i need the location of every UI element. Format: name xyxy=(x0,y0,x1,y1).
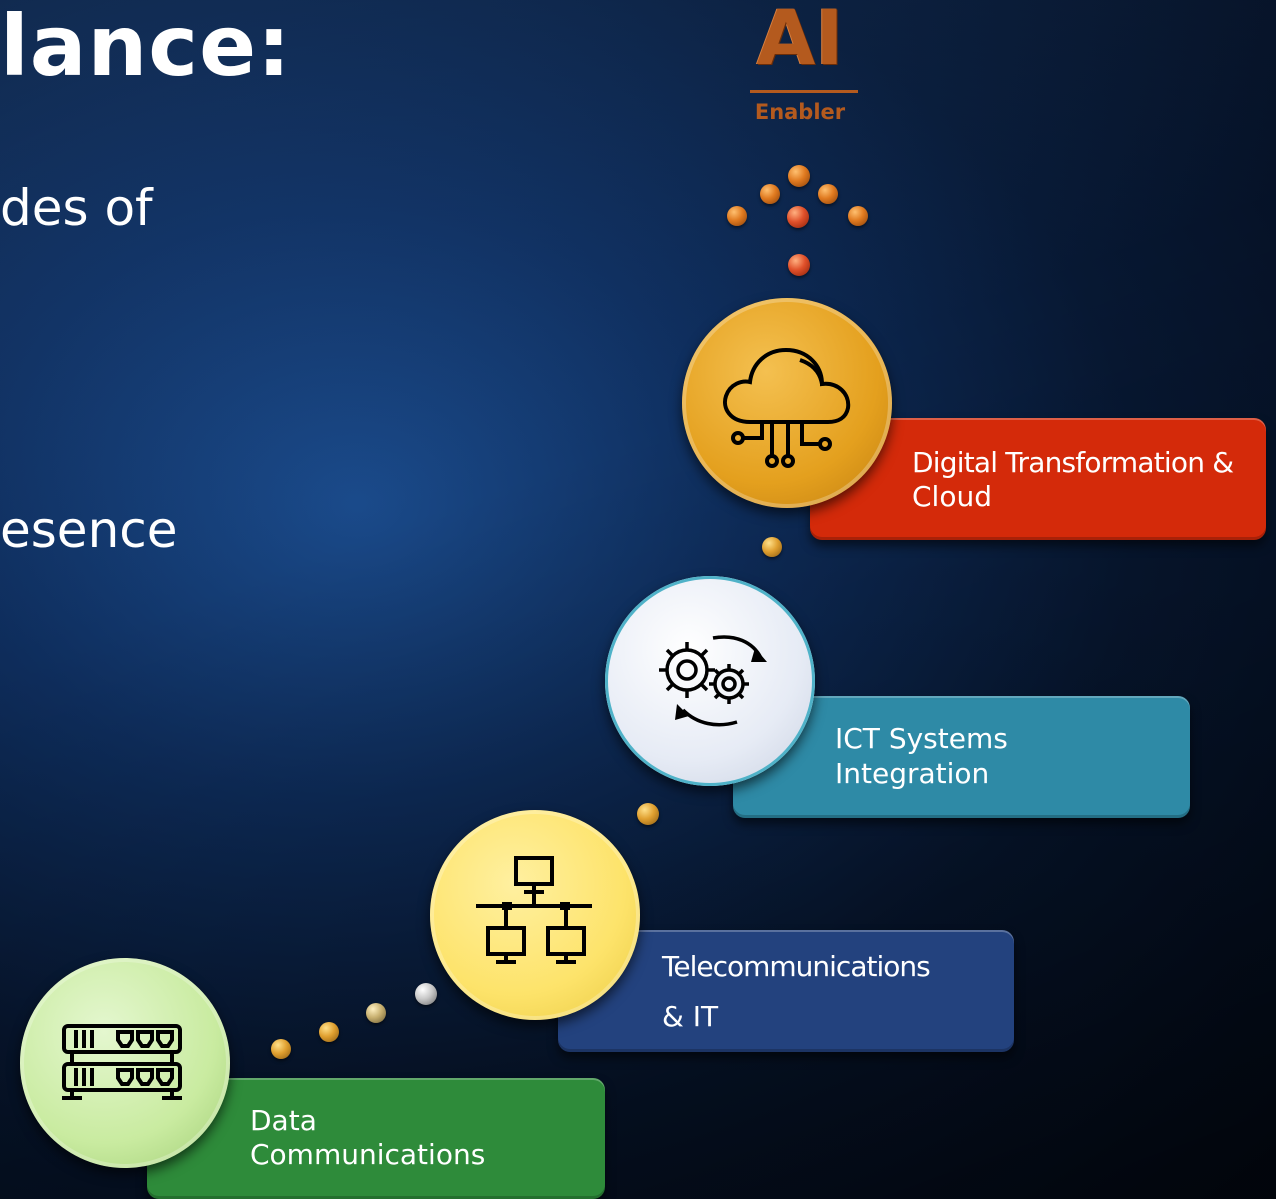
step-label-digital-line2: Cloud xyxy=(912,480,992,513)
network-topology-icon xyxy=(476,856,592,964)
step-box-ict-systems-integration xyxy=(733,696,1190,818)
step-box-telecommunications xyxy=(558,930,1014,1052)
step-box-digital-transformation xyxy=(810,418,1266,540)
connector-dot xyxy=(366,1003,386,1023)
body-text-line-2: esence xyxy=(0,501,178,559)
step-circle-telecommunications xyxy=(430,810,640,1020)
step-label-digital-line1: Digital Transformation & xyxy=(912,446,1234,479)
connector-dot xyxy=(415,983,437,1005)
decor-dot xyxy=(727,206,747,226)
ai-logo-divider xyxy=(750,90,858,93)
connector-dot xyxy=(762,537,782,557)
connector-dot xyxy=(271,1039,291,1059)
step-label-ict-line2: Integration xyxy=(835,757,990,790)
connector-dot xyxy=(319,1022,339,1042)
decor-dot xyxy=(788,165,810,187)
step-label-ict-line1: ICT Systems xyxy=(835,722,1008,755)
decor-dot xyxy=(848,206,868,226)
step-circle-ict-systems-integration xyxy=(605,576,815,786)
step-label-telecommunications-line2: & IT xyxy=(662,1000,719,1033)
decor-dot xyxy=(787,206,809,228)
ai-logo-letters: AI xyxy=(756,0,844,82)
gears-cycle-icon xyxy=(659,635,767,727)
decor-dot xyxy=(788,254,810,276)
decor-dot xyxy=(760,184,780,204)
ai-logo-subtitle: Enabler xyxy=(754,100,846,124)
decor-dot xyxy=(818,184,838,204)
step-label-telecommunications-line1: Telecommunications xyxy=(662,950,931,983)
cloud-network-icon xyxy=(723,347,851,468)
step-label-data-communications-line1: Data xyxy=(250,1104,317,1137)
network-switch-icon xyxy=(62,1024,182,1100)
ai-enabler-logo: AI Enabler xyxy=(740,0,860,135)
body-text-line-1: des of xyxy=(0,179,153,237)
step-label-data-communications-line2: Communications xyxy=(250,1138,486,1171)
connector-dot xyxy=(637,803,659,825)
step-circle-data-communications xyxy=(20,958,230,1168)
step-circle-digital-transformation xyxy=(682,298,892,508)
slide-heading: lance: xyxy=(0,0,292,95)
